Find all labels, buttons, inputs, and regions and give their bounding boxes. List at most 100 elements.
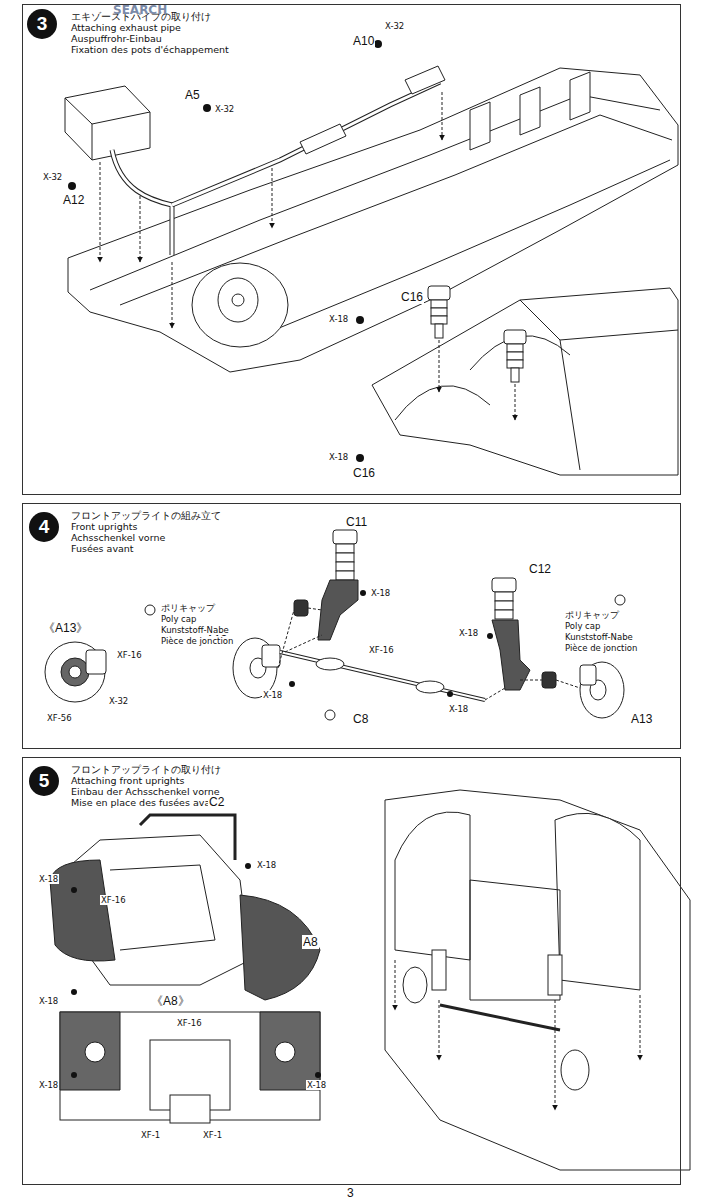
exhaust-pipe [172,82,440,205]
floor-rib [470,72,590,150]
stabilizer-c2 [140,815,235,860]
step-title: Mise en place des fusées avant [71,797,220,808]
note: Pièce de jonction [564,643,638,653]
screw-code: X-18 [306,1080,327,1090]
wheel-arch [395,386,490,420]
floor-line [90,95,660,290]
part-number: C16 [352,466,376,480]
resonator [300,124,346,154]
step-title: Achsschenkel vorne [71,532,165,543]
boot [316,658,444,693]
arch-shell-a8 [240,895,320,1000]
disc [561,1050,589,1090]
wheel-arch [192,263,288,347]
detail-label: 《A8》 [150,993,191,1010]
page-number: 3 [346,1186,355,1200]
step-title: Fusées avant [71,543,134,554]
paint-code: XF-16 [368,645,395,655]
tie-rod-c8 [280,652,485,700]
step-title: Einbau der Achsschenkel vorne [71,786,220,797]
step-number-text: 4 [39,516,50,538]
step-number: 5 [29,766,59,796]
disc-detail [45,642,105,702]
paint-code: XF-1 [202,1130,223,1140]
mount [275,1042,295,1062]
knuckle-c11 [318,580,358,640]
screw-code: X-32 [42,172,63,182]
screw-icons [289,590,493,697]
chassis-inset [372,288,678,475]
poly-cap [542,672,556,688]
gear-icon [325,710,335,720]
step-number-text: 3 [37,13,48,35]
step-number: 4 [29,512,59,542]
body-line [470,880,560,1000]
screw-code: X-18 [256,860,277,870]
step-title: Front uprights [71,521,137,532]
arch [395,812,470,960]
tie-rod [440,1005,560,1030]
upright [548,955,562,995]
arch-shell [50,860,115,961]
paint-code: XF-56 [46,713,73,723]
step-title: Auspuffrohr-Einbau [71,33,162,44]
upright [432,950,446,990]
floor-line [520,300,678,340]
screw-code: X-18 [38,1080,59,1090]
muffler [65,86,150,160]
screw-code: X-18 [328,452,349,462]
screw-code: X-18 [448,704,469,714]
screw-code: X-18 [262,690,283,700]
floor-line [560,340,580,470]
detail-label: 《A13》 [42,620,89,637]
step5-art [50,790,690,1170]
note: Kunststoff-Nabe [160,625,230,635]
floor-line [120,115,672,305]
screw-code: X-18 [38,874,59,884]
part-number: C11 [345,515,368,529]
guide-arrows [439,340,515,420]
step-title: Attaching exhaust pipe [71,22,181,33]
screw-code: X-32 [108,696,129,706]
arch [555,813,640,990]
center-block [170,1095,210,1123]
step-number-text: 5 [39,770,50,792]
disc-detail [61,658,89,686]
disc [403,967,427,1003]
guide-arrows [100,92,442,328]
screw-code: X-18 [38,996,59,1006]
note: Poly cap [564,621,601,631]
step-title: フロントアップライトの組み立て [71,510,221,521]
screw-icons [68,40,382,462]
part-number: C2 [208,795,225,809]
step4-art [45,530,625,720]
exhaust-pipe [112,150,172,255]
paint-code: XF-16 [100,895,127,905]
screw-code: X-18 [458,628,479,638]
paint-code: XF-1 [140,1130,161,1140]
step-panel: フロントアップライトの取り付けAttaching front uprightsE… [22,757,681,1185]
watermark: SEARCH [112,3,168,17]
mount [85,1042,105,1062]
knuckle-c12 [492,620,530,690]
exhaust-pipe [112,150,172,255]
screw-icons [71,863,321,1078]
part-number: A12 [62,193,85,207]
guide-lines [278,608,580,700]
poly-cap [294,600,308,616]
screw-code: X-32 [384,21,405,31]
brake-disc [218,278,258,322]
screw-code: X-18 [370,588,391,598]
chassis-front [385,790,690,1170]
part-number: C16 [400,290,424,304]
damper-c16 [428,286,526,382]
step-title: Attaching front uprights [71,775,185,786]
caliper [262,645,280,667]
caliper [580,665,596,685]
part-number: A13 [630,712,653,726]
paint-code: XF-16 [176,1018,203,1028]
part-number: C8 [352,712,369,726]
step3-art [65,40,678,475]
subframe-edge [110,865,215,950]
